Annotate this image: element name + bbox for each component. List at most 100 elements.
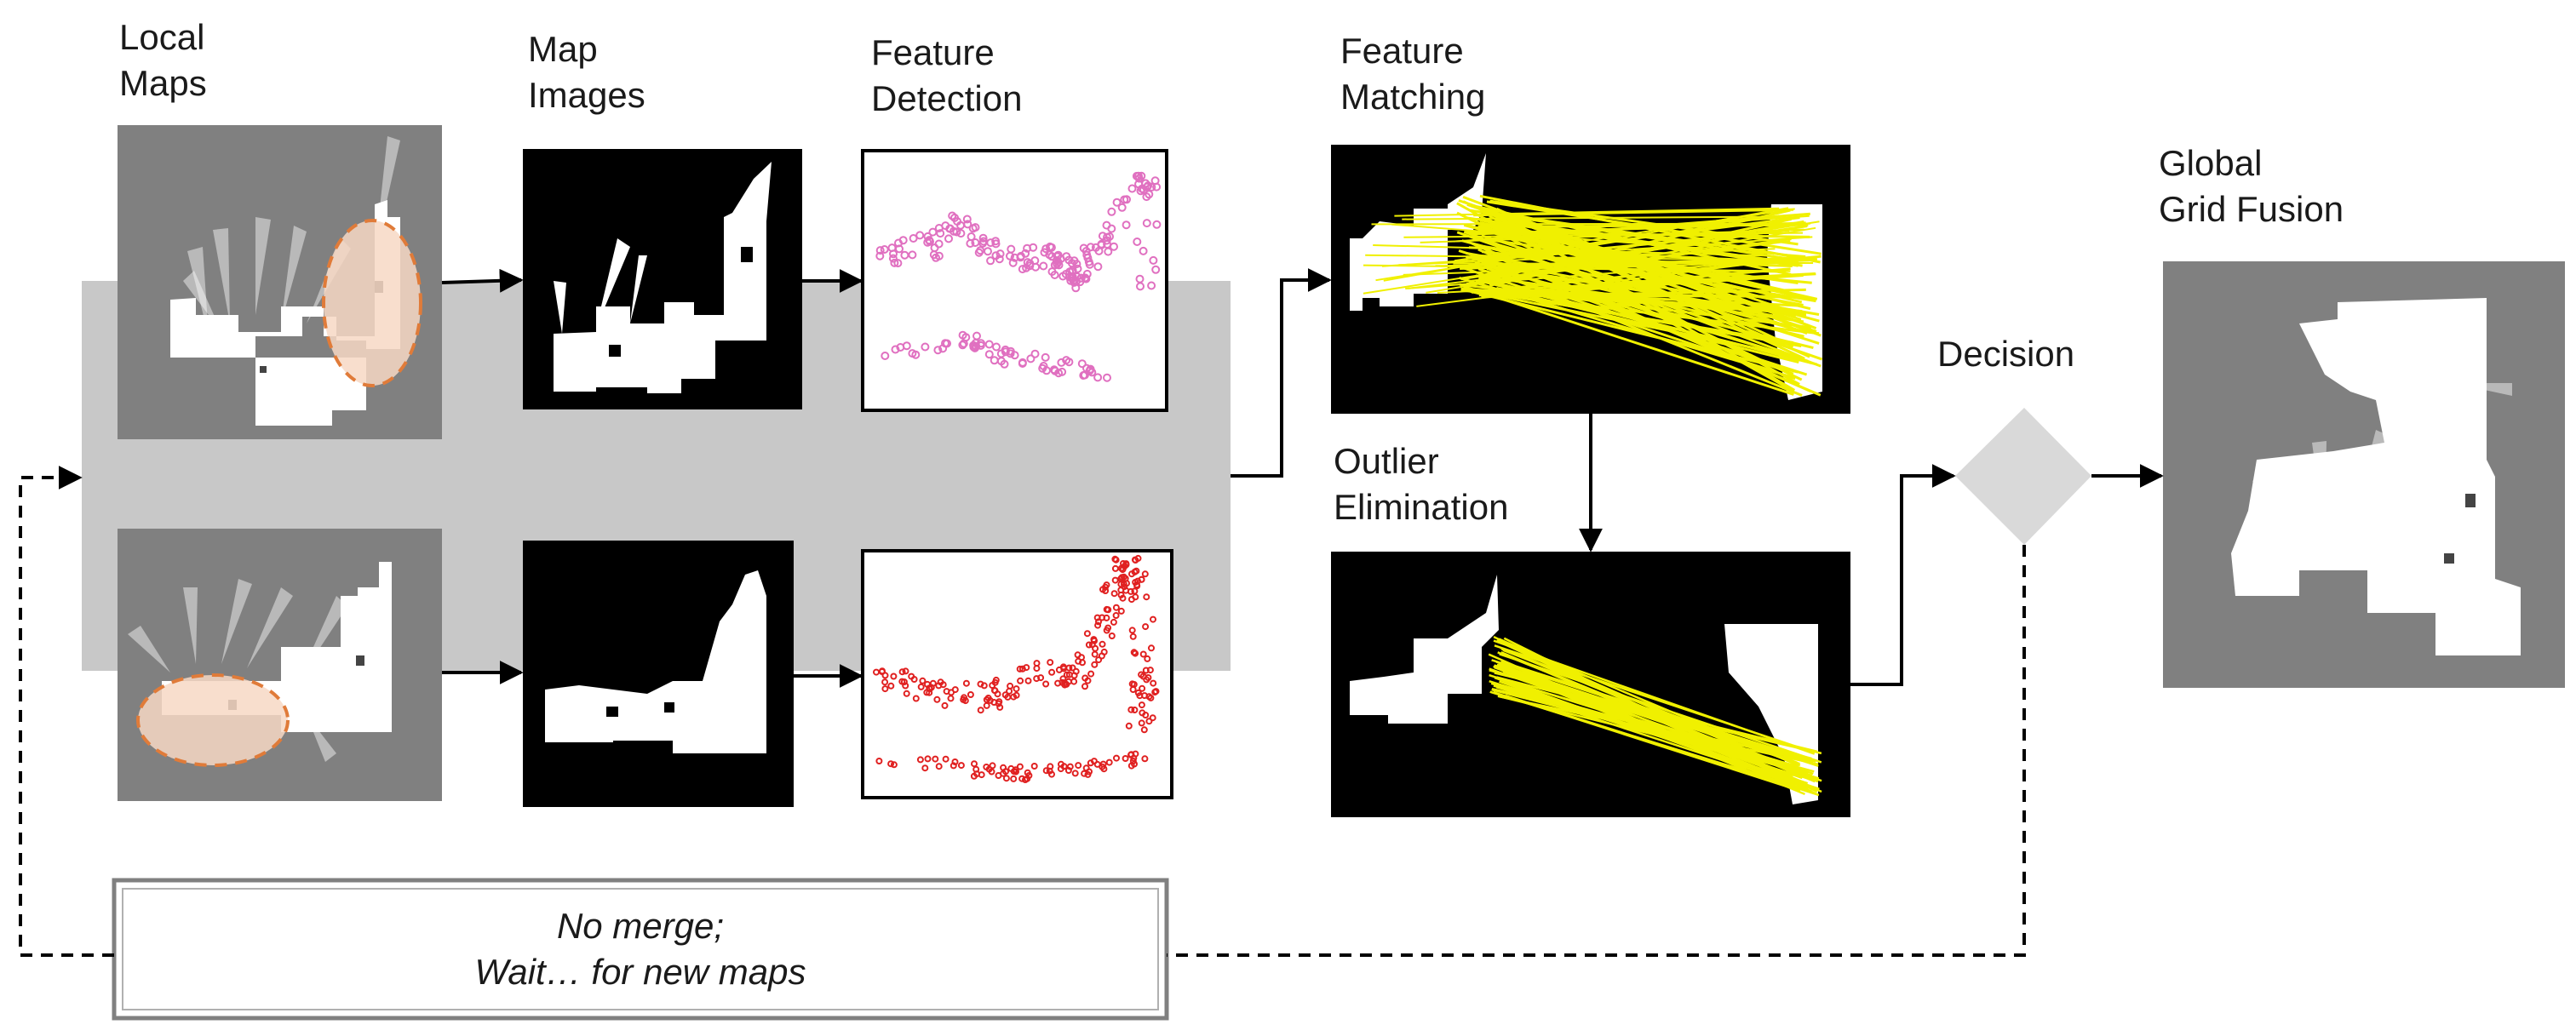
feature-point: [1152, 182, 1162, 192]
feature-point: [1023, 664, 1030, 672]
feature-point: [898, 668, 906, 676]
feature-point: [881, 678, 889, 686]
feature-point: [1131, 707, 1139, 713]
feature-point: [1047, 243, 1056, 252]
match-line: [1403, 232, 1804, 238]
feature-point: [1010, 775, 1018, 782]
feature-point: [1103, 605, 1110, 613]
feature-point: [908, 349, 917, 358]
feature-point: [1023, 258, 1032, 267]
feature-point: [956, 220, 965, 230]
feature-point: [950, 213, 959, 222]
feature-point: [1059, 675, 1067, 683]
feature-point: [1013, 768, 1019, 776]
feature-point: [1059, 272, 1068, 281]
feature-point: [1085, 641, 1093, 649]
feature-point: [1022, 776, 1029, 783]
feature-point: [1094, 621, 1102, 629]
match-line: [1403, 260, 1810, 276]
feature-point: [980, 682, 988, 690]
feature-point: [956, 229, 966, 238]
feature-point: [1145, 190, 1154, 199]
connectors: [19, 268, 2164, 957]
feature-point: [1042, 680, 1050, 688]
feature-point: [1042, 767, 1050, 775]
feature-point: [1125, 722, 1133, 730]
feature-point: [1120, 573, 1127, 581]
feature-point: [1056, 255, 1065, 264]
feature-point: [1021, 249, 1030, 258]
feature-point: [873, 668, 880, 676]
feature-point: [932, 755, 939, 763]
feature-point: [1120, 195, 1129, 204]
match-line: [1497, 662, 1794, 777]
feature-point: [1006, 346, 1015, 356]
feature-point: [1069, 664, 1076, 672]
feature-point: [912, 695, 920, 702]
feature-point: [971, 339, 980, 347]
feature-point: [995, 772, 1002, 779]
feature-point: [1059, 663, 1067, 671]
feature-point: [1141, 570, 1149, 578]
match-line: [1500, 678, 1796, 787]
feature-point: [1057, 358, 1066, 367]
match-lines-top: [1363, 194, 1823, 397]
feature-point: [1112, 197, 1122, 207]
match-line: [1375, 215, 1780, 282]
feature-point: [933, 695, 941, 703]
feature-point: [881, 352, 890, 360]
feature-point: [1064, 358, 1074, 367]
feature-point: [1091, 650, 1099, 658]
feature-point: [1093, 262, 1103, 272]
feature-point: [1133, 238, 1142, 246]
feature-point: [962, 215, 972, 224]
feature-point: [1024, 769, 1031, 776]
feature-point: [909, 234, 918, 243]
feature-point: [978, 238, 988, 248]
feature-point: [875, 251, 885, 260]
feature-point: [1145, 674, 1152, 681]
feature-point: [1099, 763, 1106, 770]
feature-point: [996, 357, 1006, 366]
match-line: [1485, 292, 1820, 335]
feature-point: [1058, 367, 1067, 376]
feature-point: [971, 223, 980, 232]
feature-point: [1139, 246, 1148, 255]
feature-point: [916, 756, 924, 764]
feature-point: [1139, 650, 1147, 658]
feature-point: [1093, 614, 1101, 621]
feature-point: [1127, 706, 1135, 713]
feature-point: [990, 699, 998, 706]
match-line: [1495, 274, 1804, 297]
feature-point: [957, 762, 965, 770]
feature-point: [1103, 627, 1110, 634]
feature-point: [1030, 763, 1038, 770]
feature-point: [900, 250, 909, 260]
feature-point: [921, 764, 929, 772]
arrow-band-to-matching: [1231, 268, 1332, 478]
feature-point: [1151, 265, 1161, 274]
feature-point: [1133, 567, 1140, 575]
feature-point: [1113, 754, 1120, 762]
feature-point: [958, 341, 967, 350]
feature-point: [1132, 750, 1139, 758]
feature-point: [1103, 581, 1110, 589]
feature-point: [1117, 607, 1125, 615]
feature-point: [1119, 565, 1127, 573]
feature-point: [880, 245, 889, 254]
feature-point: [924, 755, 932, 763]
match-line: [1498, 683, 1798, 771]
match-line: [1484, 288, 1806, 299]
feature-point: [967, 691, 974, 698]
feature-point: [1138, 701, 1145, 709]
feature-point: [1112, 612, 1120, 619]
arrow-outlier-to-decision: [1850, 464, 1956, 686]
feature-point: [1008, 258, 1018, 267]
match-line: [1365, 254, 1787, 261]
feature-point: [1017, 677, 1024, 684]
feature-point: [970, 772, 978, 780]
feature-point: [1150, 679, 1157, 687]
feature-point: [984, 350, 994, 359]
feature-point: [995, 249, 1005, 259]
feature-point: [1024, 677, 1032, 684]
